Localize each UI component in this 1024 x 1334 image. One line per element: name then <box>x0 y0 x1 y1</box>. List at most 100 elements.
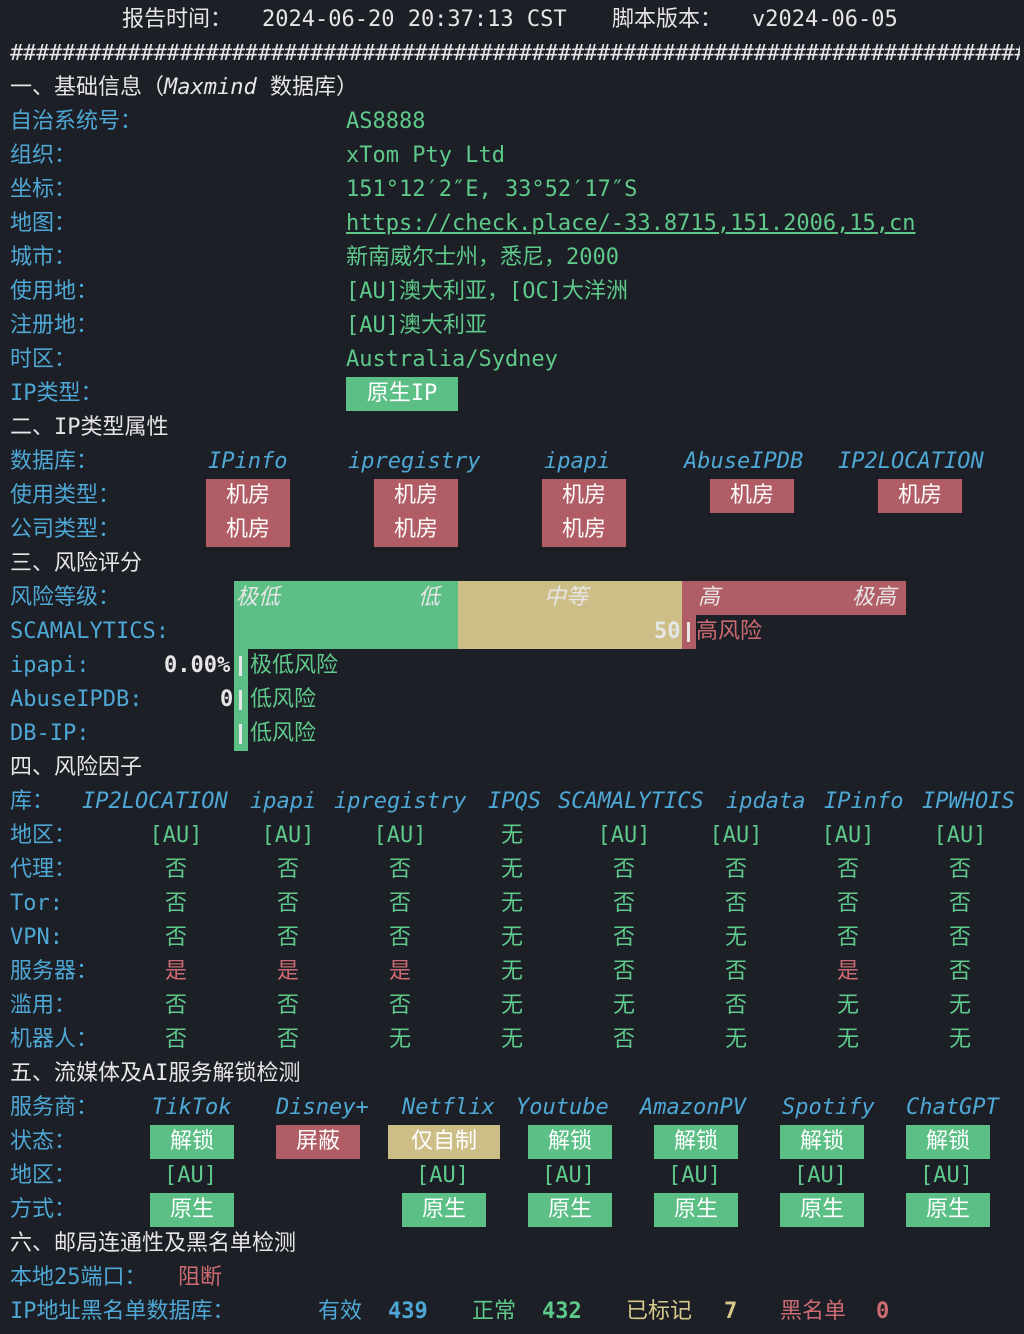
risk-factor-value: 否 <box>276 891 299 916</box>
company-type-badge: 机房 <box>374 513 458 547</box>
section6-title: 六、邮局连通性及黑名单检测 <box>10 1231 297 1256</box>
risk-scale-high-band <box>682 581 906 615</box>
scamalytics-score: 50 <box>654 619 681 644</box>
risk-factor-value: 无 <box>612 993 635 1018</box>
abuseipdb-risk-text: 低风险 <box>250 687 317 712</box>
risk-factor-db-label: 库： <box>10 789 55 814</box>
info-value: Australia/Sydney <box>346 347 558 372</box>
database-name: IP2LOCATION <box>838 449 984 474</box>
dbip-risk-marker <box>239 724 242 744</box>
info-label: 注册地： <box>10 313 99 338</box>
port25-label: 本地25端口： <box>10 1265 147 1290</box>
risk-factor-value: [AU] <box>597 823 651 848</box>
risk-factor-value: 否 <box>724 857 747 882</box>
usage-type-badge: 机房 <box>542 479 626 513</box>
risk-factor-value: [AU] <box>261 823 315 848</box>
service-name: ChatGPT <box>906 1095 999 1120</box>
info-label: 地图： <box>10 211 77 236</box>
service-name: Disney+ <box>276 1095 369 1120</box>
usage-type-badge: 机房 <box>374 479 458 513</box>
info-label: 时区： <box>10 347 77 372</box>
database-label: 数据库： <box>10 449 99 474</box>
risk-factor-value: 否 <box>836 857 859 882</box>
database-name: AbuseIPDB <box>684 449 804 474</box>
ipapi-risk-label: ipapi: <box>10 653 90 678</box>
risk-factor-value: 无 <box>500 823 523 848</box>
risk-factor-label: 机器人： <box>10 1027 99 1052</box>
risk-factor-value: 无 <box>836 993 859 1018</box>
risk-factor-label: 滥用： <box>10 993 77 1018</box>
service-status-badge: 仅自制 <box>388 1125 500 1159</box>
section4-title: 四、风险因子 <box>10 755 143 780</box>
service-status-badge: 解锁 <box>150 1125 234 1159</box>
risk-factor-value: 否 <box>948 891 971 916</box>
database-name: ipapi <box>544 449 611 474</box>
service-status-badge: 解锁 <box>906 1125 990 1159</box>
risk-factor-value: 否 <box>948 925 971 950</box>
blacklist-label: IP地址黑名单数据库： <box>10 1299 235 1324</box>
method-label: 方式： <box>10 1197 77 1222</box>
risk-factor-db-name: SCAMALYTICS <box>558 789 704 814</box>
risk-factor-value: 否 <box>724 959 747 984</box>
risk-factor-value: 是 <box>164 959 187 984</box>
scamalytics-label: SCAMALYTICS: <box>10 619 169 644</box>
service-method-badge: 原生 <box>654 1193 738 1227</box>
risk-factor-value: [AU] <box>149 823 203 848</box>
risk-factor-value: 否 <box>612 1027 635 1052</box>
section1-title: 一、基础信息（Maxmind 数据库） <box>10 75 358 100</box>
service-method-badge: 原生 <box>402 1193 486 1227</box>
risk-factor-value: 是 <box>276 959 299 984</box>
risk-factor-value: 否 <box>276 925 299 950</box>
risk-factor-value: 否 <box>612 891 635 916</box>
company-type-badge: 机房 <box>206 513 290 547</box>
valid-value: 439 <box>388 1299 428 1324</box>
risk-factor-value: 否 <box>388 925 411 950</box>
database-name: ipregistry <box>348 449 481 474</box>
service-name: TikTok <box>152 1095 232 1120</box>
report-time-label: 报告时间： <box>122 7 233 32</box>
risk-factor-value: 否 <box>164 993 187 1018</box>
region-label: 地区： <box>10 1163 77 1188</box>
service-region: [AU] <box>794 1163 847 1188</box>
scamalytics-marker <box>687 622 690 642</box>
usage-type-label: 使用类型： <box>10 483 121 508</box>
normal-label: 正常 <box>472 1299 517 1324</box>
risk-factor-label: 地区： <box>10 823 77 848</box>
script-version-label: 脚本版本： <box>612 7 723 32</box>
risk-factor-label: 代理： <box>10 857 77 882</box>
service-method-badge: 原生 <box>906 1193 990 1227</box>
company-type-badge: 机房 <box>542 513 626 547</box>
risk-factor-value: 无 <box>500 925 523 950</box>
risk-factor-value: 否 <box>276 993 299 1018</box>
dbip-risk-text: 低风险 <box>250 721 317 746</box>
service-name: Netflix <box>402 1095 495 1120</box>
risk-very-low-label: 极低 <box>236 585 281 610</box>
risk-factor-value: 无 <box>500 959 523 984</box>
map-link[interactable]: https://check.place/-33.8715,151.2006,15… <box>346 211 916 236</box>
marked-value: 7 <box>724 1299 738 1324</box>
risk-factor-value: 是 <box>836 959 859 984</box>
risk-factor-label: 服务器： <box>10 959 99 984</box>
risk-level-label: 风险等级： <box>10 585 121 610</box>
risk-factor-value: 否 <box>612 857 635 882</box>
risk-factor-value: 否 <box>388 891 411 916</box>
info-value: xTom Pty Ltd <box>346 143 505 168</box>
risk-factor-value: 无 <box>948 993 971 1018</box>
usage-type-badge: 机房 <box>206 479 290 513</box>
risk-factor-value: [AU] <box>933 823 987 848</box>
risk-factor-value: 否 <box>724 891 747 916</box>
service-method-badge: 原生 <box>150 1193 234 1227</box>
risk-factor-db-name: IP2LOCATION <box>82 789 228 814</box>
ipapi-risk-marker <box>239 656 242 676</box>
risk-factor-db-name: IPQS <box>488 789 541 814</box>
risk-factor-value: 否 <box>948 959 971 984</box>
port25-value: 阻断 <box>178 1265 223 1290</box>
risk-factor-value: 无 <box>836 1027 859 1052</box>
risk-factor-value: 否 <box>724 993 747 1018</box>
abuseipdb-risk-marker <box>239 690 242 710</box>
risk-factor-value: 否 <box>164 891 187 916</box>
company-type-label: 公司类型： <box>10 517 121 542</box>
risk-scale-medium-band <box>458 581 682 649</box>
service-region: [AU] <box>416 1163 469 1188</box>
marked-label: 已标记 <box>626 1299 693 1324</box>
